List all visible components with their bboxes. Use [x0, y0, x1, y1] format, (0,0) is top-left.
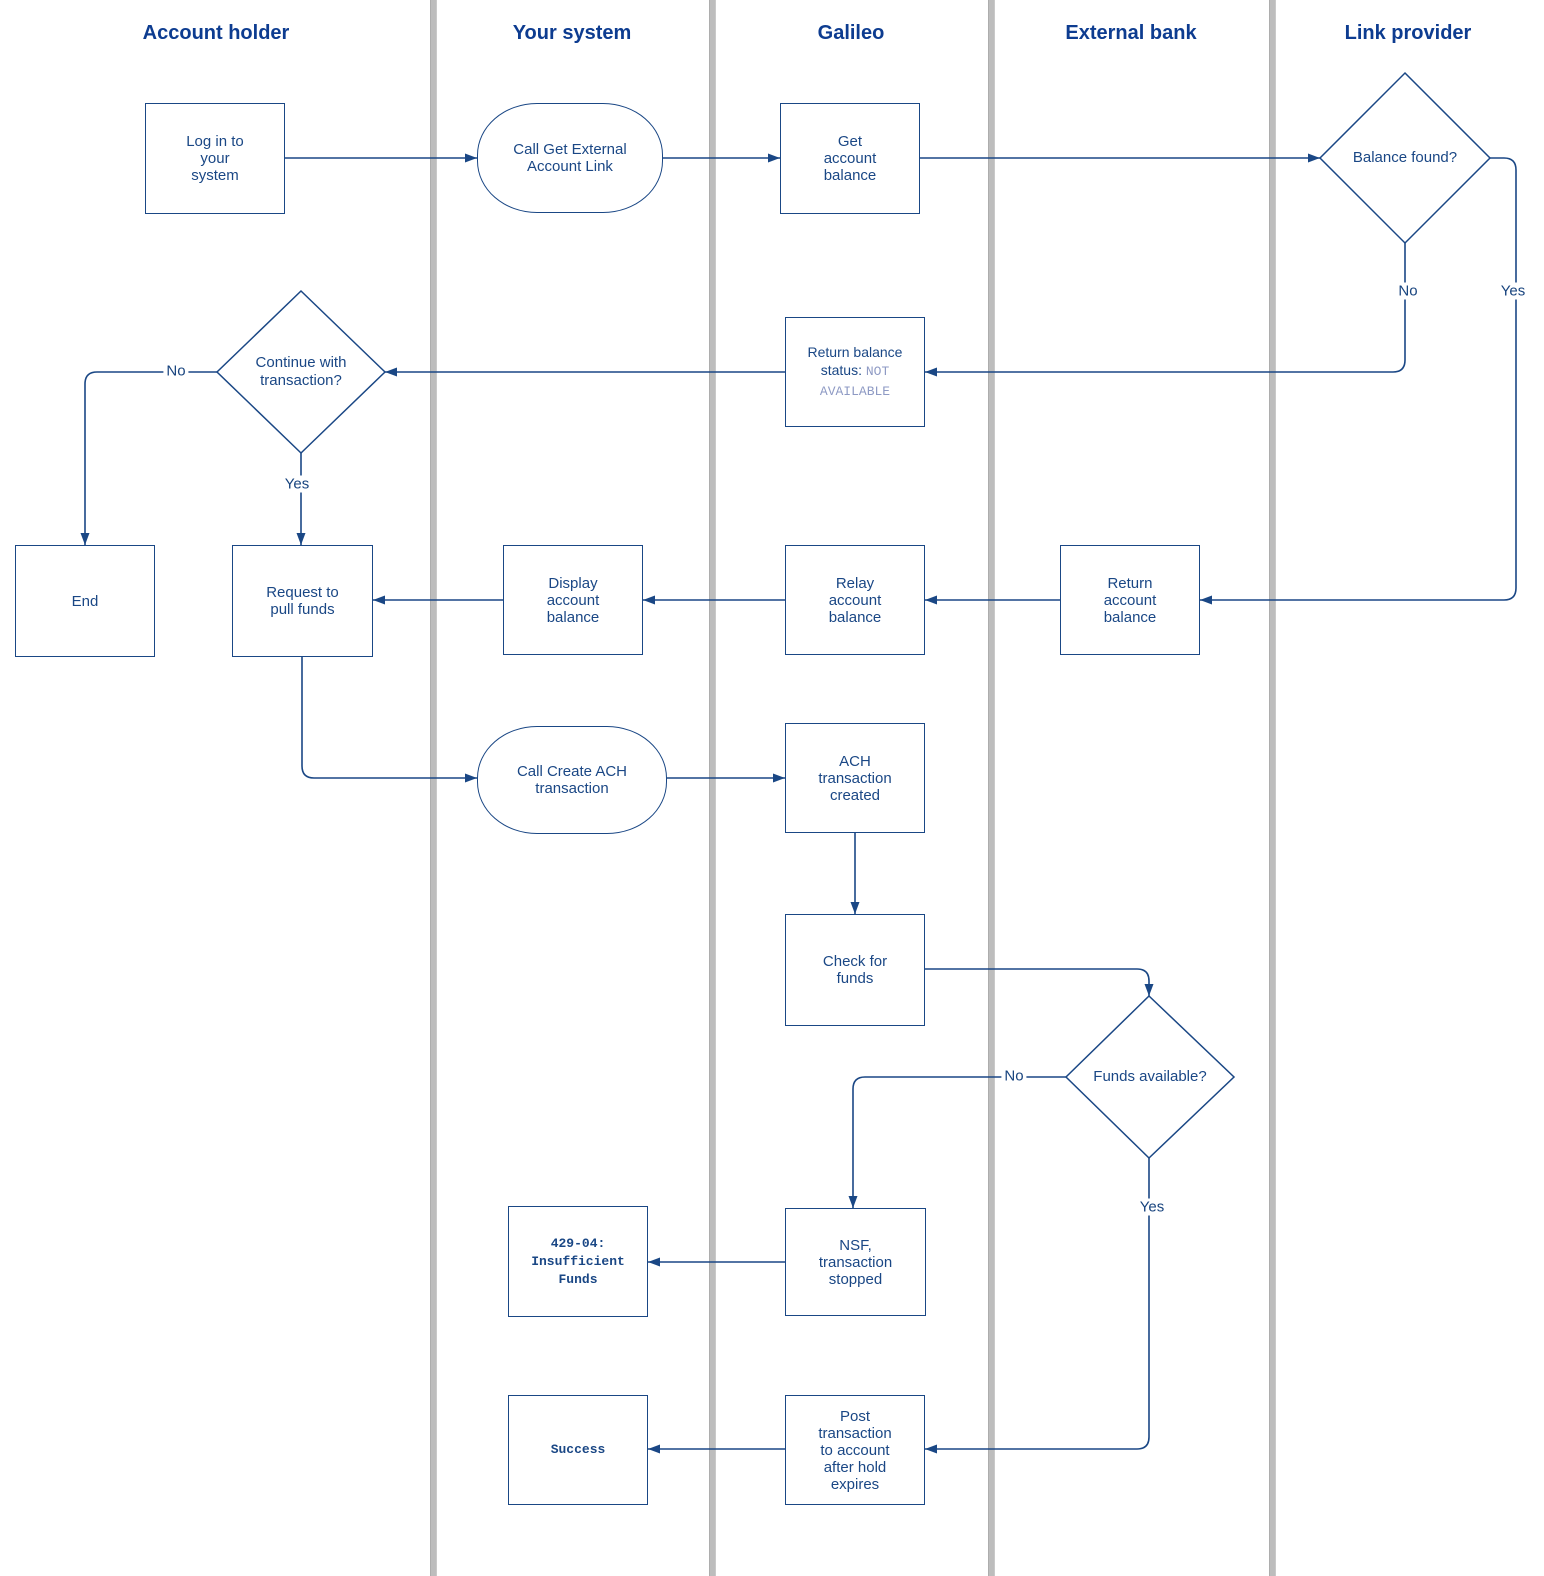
node-request-to-pull-funds: Request to pull funds — [232, 545, 373, 657]
lane-header-your-system: Your system — [512, 22, 632, 44]
decision-continue-label: Continue with transaction? — [255, 354, 347, 389]
lane-header-link-provider: Link provider — [1344, 22, 1472, 44]
edge-label-funds-available-yes: Yes — [1136, 1198, 1168, 1216]
node-login-label: Log in to your system — [186, 133, 244, 184]
node-return-balance-status: Return balance status: NOT AVAILABLE — [785, 317, 925, 427]
edge-label-balance-found-no: No — [1395, 282, 1421, 300]
node-check-for-funds-label: Check for funds — [822, 953, 888, 987]
edge-label-balance-found-yes: Yes — [1497, 282, 1529, 300]
lane-header-external-bank: External bank — [1065, 22, 1197, 44]
node-success: Success — [508, 1395, 648, 1505]
edge-request-pull-to-call-create-ach — [301, 657, 477, 783]
edge-check-funds-to-funds-available — [925, 968, 1154, 996]
node-end-label: End — [71, 592, 99, 610]
node-return-account-balance: Return account balance — [1060, 545, 1200, 655]
node-insufficient-funds-code-label: 429-04: Insufficient Funds — [531, 1235, 625, 1287]
edge-funds-available-no-to-nsf — [848, 1076, 1066, 1208]
node-get-account-balance: Get account balance — [780, 103, 920, 214]
node-insufficient-funds-code: 429-04: Insufficient Funds — [508, 1206, 648, 1317]
decision-funds-available-label: Funds available? — [1093, 1068, 1207, 1085]
decision-balance-found — [1318, 71, 1492, 245]
node-login: Log in to your system — [145, 103, 285, 214]
node-ach-transaction-created: ACH transaction created — [785, 723, 925, 833]
node-success-label: Success — [550, 1442, 606, 1457]
lane-divider — [1269, 0, 1276, 1576]
node-call-create-ach-label: Call Create ACH transaction — [516, 763, 628, 797]
lane-header-galileo: Galileo — [817, 22, 885, 44]
decision-balance-found-label: Balance found? — [1352, 149, 1458, 166]
node-call-get-external-account-link: Call Get External Account Link — [477, 103, 663, 213]
node-request-to-pull-funds-label: Request to pull funds — [266, 584, 339, 618]
node-post-transaction-label: Post transaction to account after hold e… — [818, 1407, 892, 1493]
edge-balance-found-yes-to-return-account-balance — [1200, 157, 1517, 605]
node-ach-transaction-created-label: ACH transaction created — [818, 752, 892, 804]
node-post-transaction: Post transaction to account after hold e… — [785, 1395, 925, 1505]
node-return-account-balance-label: Return account balance — [1103, 574, 1157, 626]
node-return-balance-status-label: Return balance status: NOT AVAILABLE — [807, 344, 903, 399]
node-get-account-balance-label: Get account balance — [823, 133, 877, 184]
edge-continue-no-to-end — [80, 371, 217, 545]
lane-divider — [709, 0, 716, 1576]
decision-continue-with-transaction — [215, 289, 387, 455]
balance-status-code: NOT AVAILABLE — [819, 364, 891, 399]
node-end: End — [15, 545, 155, 657]
node-display-account-balance: Display account balance — [503, 545, 643, 655]
node-call-create-ach-transaction: Call Create ACH transaction — [477, 726, 667, 834]
node-check-for-funds: Check for funds — [785, 914, 925, 1026]
lane-header-account-holder: Account holder — [142, 22, 290, 44]
node-relay-account-balance-label: Relay account balance — [828, 574, 882, 626]
node-nsf-label: NSF, transaction stopped — [818, 1236, 893, 1288]
edge-balance-found-no-to-return-balance-status — [925, 243, 1406, 377]
node-display-account-balance-label: Display account balance — [546, 574, 600, 626]
edge-label-continue-yes: Yes — [281, 475, 313, 493]
node-call-get-external-label: Call Get External Account Link — [513, 141, 627, 175]
lane-divider — [988, 0, 995, 1576]
decision-funds-available — [1064, 994, 1236, 1160]
edge-funds-available-yes-to-post-transaction — [925, 1158, 1150, 1454]
node-nsf-transaction-stopped: NSF, transaction stopped — [785, 1208, 926, 1316]
node-relay-account-balance: Relay account balance — [785, 545, 925, 655]
lane-divider — [430, 0, 437, 1576]
edge-label-funds-available-no: No — [1001, 1067, 1027, 1085]
edge-label-continue-no: No — [163, 362, 189, 380]
